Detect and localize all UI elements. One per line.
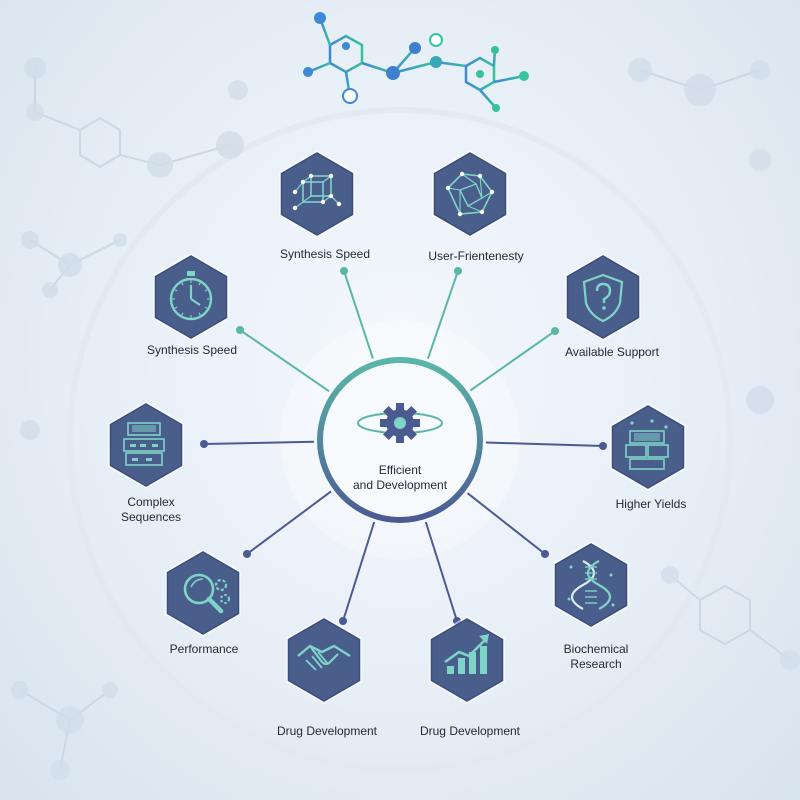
connector-biochemical-research	[466, 492, 546, 555]
magnifier-gear-icon	[183, 573, 230, 614]
label-higher-yields: Higher Yields	[615, 497, 687, 511]
molecule-icon	[307, 17, 525, 109]
connector-synthesis-speed-top	[343, 270, 374, 359]
connector-dot-user-frientenesty	[454, 267, 462, 275]
connector-dot-higher-yields	[599, 442, 607, 450]
node-drug-development-left[interactable]	[285, 616, 363, 704]
molecule-atoms	[303, 12, 529, 112]
connector-dot-biochemical-research	[541, 550, 549, 558]
label-synthesis-speed-top: Synthesis Speed	[279, 247, 371, 261]
label-performance: Performance	[169, 642, 239, 656]
label-available-support: Available Support	[565, 345, 659, 359]
label-drug-development-right: Drug Development	[419, 724, 521, 738]
label-user-frientenesty: User-Frientenesty	[428, 249, 524, 263]
connector-available-support	[469, 330, 556, 392]
connector-synthesis-speed-left	[239, 329, 330, 393]
node-complex-sequences[interactable]	[107, 401, 185, 489]
center-label: Efficient and Development	[352, 463, 448, 492]
node-user-frientenesty[interactable]	[431, 150, 509, 238]
connector-dot-performance	[243, 550, 251, 558]
connector-performance	[246, 490, 332, 555]
dna-icon	[567, 560, 615, 610]
handshake-icon	[297, 644, 351, 671]
growth-chart-icon	[444, 634, 489, 674]
connector-dot-complex-sequences	[200, 440, 208, 448]
network-gem-icon	[445, 171, 495, 217]
node-group	[107, 150, 687, 704]
node-drug-development-right[interactable]	[428, 616, 506, 704]
label-biochemical-research: Biochemical Research	[563, 642, 629, 671]
node-available-support[interactable]	[564, 253, 642, 341]
connector-drug-development-right	[424, 521, 458, 622]
connector-user-frientenesty	[426, 270, 459, 360]
connector-dot-drug-development-left	[339, 617, 347, 625]
node-synthesis-speed-top[interactable]	[278, 150, 356, 238]
connector-dot-available-support	[551, 327, 559, 335]
label-drug-development-left: Drug Development	[276, 724, 378, 738]
shield-question-icon	[582, 273, 624, 323]
stopwatch-icon	[169, 271, 213, 321]
node-performance[interactable]	[164, 549, 242, 637]
connector-dot-synthesis-speed-left	[236, 326, 244, 334]
network-cube-icon	[292, 173, 342, 211]
connector-dot-synthesis-speed-top	[340, 267, 348, 275]
label-synthesis-speed-left: Synthesis Speed	[146, 343, 238, 357]
label-complex-sequences: Complex Sequences	[120, 495, 182, 524]
stacked-blocks-icon	[625, 419, 669, 470]
connector-drug-development-left	[342, 521, 376, 622]
sequence-blocks-icon	[123, 422, 165, 466]
connectors	[200, 267, 607, 625]
connector-higher-yields	[485, 441, 604, 447]
node-biochemical-research[interactable]	[552, 541, 630, 629]
node-synthesis-speed-left[interactable]	[152, 253, 230, 341]
center-hub[interactable]	[317, 357, 483, 523]
node-higher-yields[interactable]	[609, 403, 687, 491]
connector-complex-sequences	[203, 440, 315, 445]
